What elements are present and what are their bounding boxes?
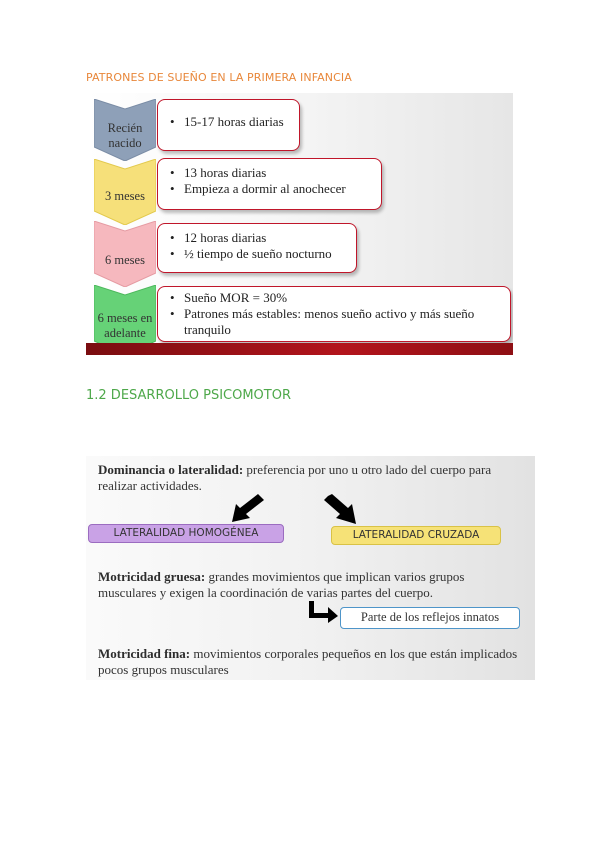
- arrow-down-right-icon: [324, 494, 356, 524]
- arrow-down-left-icon: [232, 494, 264, 522]
- homogeneous-laterality-label: LATERALIDAD HOMOGÉNEA: [88, 524, 284, 543]
- section-heading-sleep-patterns: PATRONES DE SUEÑO EN LA PRIMERA INFANCIA: [86, 71, 352, 84]
- sleep-patterns-slide: Recién nacido 15-17 horas diarias 3 mese…: [86, 93, 513, 355]
- stage-label: nacido: [108, 136, 142, 150]
- detail-item: 15-17 horas diarias: [170, 114, 291, 130]
- detail-item: 13 horas diarias: [170, 165, 373, 181]
- stage-details-box: Sueño MOR = 30% Patrones más estables: m…: [157, 286, 511, 342]
- stage-label: 3 meses: [105, 189, 145, 203]
- crossed-laterality-label: LATERALIDAD CRUZADA: [331, 526, 501, 545]
- stage-details-box: 13 horas diarias Empieza a dormir al ano…: [157, 158, 382, 210]
- stage-chevron-6-months-onwards: 6 meses en adelante: [94, 285, 156, 355]
- stage-details-box: 15-17 horas diarias: [157, 99, 300, 151]
- term-label: Motricidad gruesa:: [98, 569, 206, 584]
- detail-item: 12 horas diarias: [170, 230, 348, 246]
- detail-item: Patrones más estables: menos sueño activ…: [170, 306, 502, 338]
- elbow-arrow-right-icon: [309, 601, 338, 623]
- gross-motor-paragraph: Motricidad gruesa: grandes movimientos q…: [98, 569, 518, 601]
- detail-item: Empieza a dormir al anochecer: [170, 181, 373, 197]
- definition-text: preferencia por uno u otro lado del cuer…: [98, 462, 492, 493]
- stage-chevron-3-months: 3 meses: [94, 159, 156, 225]
- definition-text: grandes movimientos que implican varios …: [98, 569, 465, 600]
- stage-chevron-6-months: 6 meses: [94, 221, 156, 287]
- stage-label: 6 meses: [105, 253, 145, 267]
- slide-footer-bar: [86, 343, 513, 355]
- section-heading-psychomotor: 1.2 DESARROLLO PSICOMOTOR: [86, 388, 291, 403]
- definition-text: movimientos corporales pequeños en los q…: [98, 646, 518, 677]
- term-label: Dominancia o lateralidad:: [98, 462, 244, 477]
- dominance-paragraph: Dominancia o lateralidad: preferencia po…: [98, 462, 518, 494]
- fine-motor-paragraph: Motricidad fina: movimientos corporales …: [98, 646, 518, 678]
- stage-label: Recién: [107, 121, 143, 135]
- innate-reflexes-label: Parte de los reflejos innatos: [340, 607, 520, 629]
- stage-details-box: 12 horas diarias ½ tiempo de sueño noctu…: [157, 223, 357, 273]
- detail-item: ½ tiempo de sueño nocturno: [170, 246, 348, 262]
- term-label: Motricidad fina:: [98, 646, 191, 661]
- detail-item: Sueño MOR = 30%: [170, 290, 502, 306]
- psychomotor-slide: Dominancia o lateralidad: preferencia po…: [86, 456, 535, 680]
- stage-chevron-newborn: Recién nacido: [94, 99, 156, 161]
- stage-label: adelante: [104, 326, 146, 340]
- stage-label: 6 meses en: [97, 311, 153, 325]
